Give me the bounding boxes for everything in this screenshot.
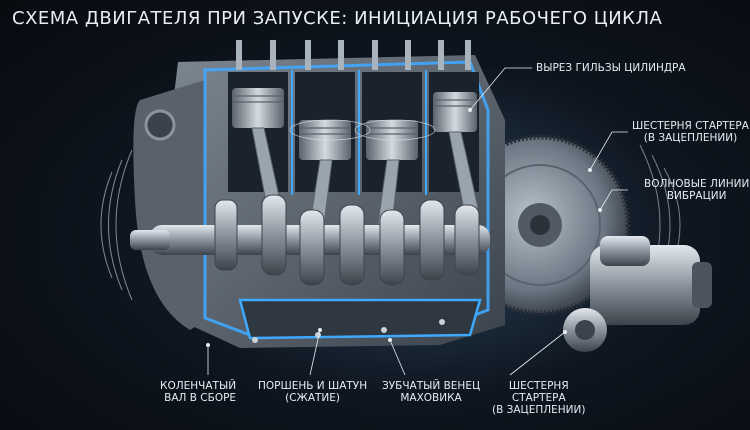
callout-lines — [206, 67, 628, 376]
label-starter-gear-top-line2: (В ЗАЦЕПЛЕНИИ) — [643, 132, 738, 144]
label-cylinder-liner: ВЫРЕЗ ГИЛЬЗЫ ЦИЛИНДРА — [536, 62, 686, 74]
label-starter-gear-top: ШЕСТЕРНЯ СТАРТЕРА (В ЗАЦЕПЛЕНИИ) — [632, 120, 749, 144]
label-piston-rod: ПОРШЕНЬ И ШАТУН (СЖАТИЕ) — [258, 380, 367, 404]
connecting-rods — [251, 127, 479, 226]
label-vibration-line1: ВОЛНОВЫЕ ЛИНИИ — [644, 178, 750, 190]
label-starter-gear-bottom-line2: СТАРТЕРА — [511, 392, 566, 404]
label-ring-gear-line1: ЗУБЧАТЫЙ ВЕНЕЦ — [382, 380, 481, 392]
label-piston-rod-line1: ПОРШЕНЬ И ШАТУН — [258, 380, 368, 392]
label-piston-rod-line2: (СЖАТИЕ) — [285, 392, 341, 404]
label-vibration-line2: ВИБРАЦИИ — [666, 190, 727, 202]
starter-motor — [563, 236, 712, 352]
label-starter-gear-bottom-line1: ШЕСТЕРНЯ — [508, 380, 569, 392]
label-starter-gear-bottom: ШЕСТЕРНЯ СТАРТЕРА (В ЗАЦЕПЛЕНИИ) — [492, 380, 585, 416]
label-crankshaft-line2: ВАЛ В СБОРЕ — [164, 392, 237, 404]
compression-swirls — [289, 119, 436, 141]
pistons — [232, 88, 477, 160]
label-ring-gear-line2: МАХОВИКА — [400, 392, 462, 404]
label-crankshaft: КОЛЕНЧАТЫЙ ВАЛ В СБОРЕ — [160, 380, 236, 404]
label-cylinder-liner-text: ВЫРЕЗ ГИЛЬЗЫ ЦИЛИНДРА — [536, 62, 686, 74]
valves — [236, 40, 471, 70]
crankshaft — [130, 194, 490, 286]
vibration-waves-left — [100, 149, 133, 301]
label-ring-gear: ЗУБЧАТЫЙ ВЕНЕЦ МАХОВИКА — [382, 380, 480, 404]
diagram-title: СХЕМА ДВИГАТЕЛЯ ПРИ ЗАПУСКЕ: ИНИЦИАЦИЯ Р… — [12, 8, 663, 29]
label-vibration: ВОЛНОВЫЕ ЛИНИИ ВИБРАЦИИ — [644, 178, 749, 202]
label-starter-gear-top-line1: ШЕСТЕРНЯ СТАРТЕРА — [632, 120, 749, 132]
label-starter-gear-bottom-line3: (В ЗАЦЕПЛЕНИИ) — [492, 404, 586, 416]
oil-pan — [238, 298, 482, 343]
label-crankshaft-line1: КОЛЕНЧАТЫЙ — [160, 380, 237, 392]
